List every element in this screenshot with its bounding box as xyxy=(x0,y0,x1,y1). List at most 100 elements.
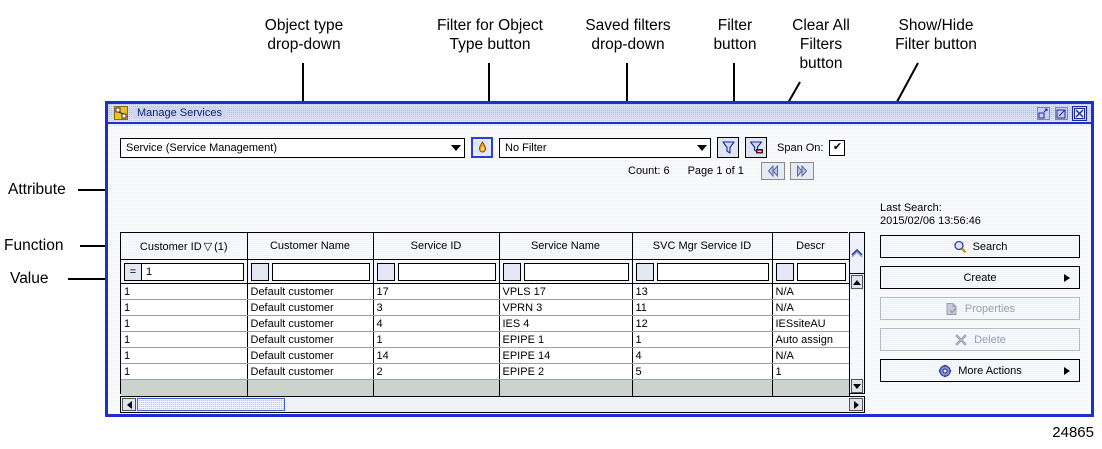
result-count: Count: 6 xyxy=(628,165,670,177)
column-header-label: Descr xyxy=(796,240,825,252)
more-actions-button-label: More Actions xyxy=(958,364,1022,377)
saved-filters-value: No Filter xyxy=(505,141,547,154)
maximize-icon[interactable] xyxy=(1054,106,1069,121)
sort-order-label: (1) xyxy=(214,240,228,253)
table-row[interactable]: 1 Default customer 17 VPLS 17 13 N/A xyxy=(121,283,850,300)
properties-button-label: Properties xyxy=(964,302,1016,315)
callout-filter-button: Filter button xyxy=(713,17,757,53)
cell-customer-name: Default customer xyxy=(247,347,374,364)
table-horizontal-scrollbar[interactable] xyxy=(120,396,865,413)
filter-value-input[interactable] xyxy=(271,262,370,281)
filter-function-button[interactable] xyxy=(775,262,794,281)
cell-service-id: 2 xyxy=(373,363,500,380)
titlebar-hatch-pattern xyxy=(108,104,1091,122)
search-button[interactable]: Search xyxy=(880,235,1080,258)
horizontal-scroll-track[interactable] xyxy=(285,398,848,411)
triangle-left-icon[interactable] xyxy=(122,398,136,411)
filter-function-button[interactable] xyxy=(250,262,269,281)
filter-function-button[interactable] xyxy=(502,262,521,281)
cell-descr: Auto assign xyxy=(772,331,850,348)
filter-value-input[interactable] xyxy=(656,262,769,281)
table-vertical-scrollbar[interactable] xyxy=(849,232,865,394)
cell-descr: IESsiteAU xyxy=(772,315,850,332)
triangle-right-icon[interactable] xyxy=(849,398,863,411)
callout-value: Value xyxy=(10,270,49,287)
span-on-checkbox[interactable]: ✔ xyxy=(829,139,846,156)
window-client-area: Service (Service Management) No Filter xyxy=(108,126,1091,414)
cell-svc-mgr-service-id: 4 xyxy=(632,347,773,364)
cell-service-name: VPRN 3 xyxy=(499,299,633,316)
filter-value-input[interactable] xyxy=(523,262,629,281)
more-actions-button[interactable]: More Actions xyxy=(880,359,1080,382)
column-header-service-name[interactable]: Service Name xyxy=(499,233,633,260)
window-titlebar[interactable]: Manage Services xyxy=(108,104,1091,124)
column-header-customer-name[interactable]: Customer Name xyxy=(247,233,374,260)
callout-show-hide-filter-button: Show/Hide Filter button xyxy=(895,17,977,53)
cell-customer-id: 1 xyxy=(121,299,248,316)
cell-descr: 1 xyxy=(772,363,850,380)
cell-customer-name: Default customer xyxy=(247,331,374,348)
table-row[interactable]: 1 Default customer 4 IES 4 12 IESsiteAU xyxy=(121,315,850,332)
status-row: Count: 6 Page 1 of 1 xyxy=(628,162,814,180)
filter-for-object-type-button[interactable] xyxy=(471,137,493,158)
chevron-double-left-icon[interactable] xyxy=(760,162,785,180)
manage-services-window: Manage Services xyxy=(105,101,1094,417)
callout-object-type-dropdown: Object type drop-down xyxy=(264,17,344,53)
properties-button[interactable]: Properties xyxy=(880,297,1080,320)
column-header-label: Service ID xyxy=(410,240,462,252)
cell-service-name: IES 4 xyxy=(499,315,633,332)
cell-service-id: 17 xyxy=(373,283,500,300)
cell-svc-mgr-service-id: 11 xyxy=(632,299,773,316)
close-icon[interactable] xyxy=(1072,106,1087,121)
chevron-down-icon[interactable] xyxy=(448,144,464,151)
filter-function-button[interactable] xyxy=(635,262,654,281)
object-type-dropdown[interactable]: Service (Service Management) xyxy=(120,137,465,158)
triangle-right-icon xyxy=(1064,366,1070,375)
filter-function-button[interactable] xyxy=(376,262,395,281)
filter-value-input[interactable]: 1 xyxy=(142,262,244,281)
span-on-control: Span On: ✔ xyxy=(777,139,846,156)
triangle-down-icon[interactable] xyxy=(851,379,863,393)
cell-customer-id: 1 xyxy=(121,347,248,364)
filter-cell-customer-id: = 1 xyxy=(121,259,248,284)
triangle-up-icon[interactable] xyxy=(851,275,863,289)
restore-down-icon[interactable] xyxy=(1036,106,1051,121)
horizontal-scroll-thumb[interactable] xyxy=(137,398,285,411)
column-header-svc-mgr-service-id[interactable]: SVC Mgr Service ID xyxy=(632,233,773,260)
table-row[interactable]: 1 Default customer 14 EPIPE 14 4 N/A xyxy=(121,347,850,364)
window-title: Manage Services xyxy=(133,107,226,119)
filter-button[interactable] xyxy=(717,137,739,158)
cell-customer-id: 1 xyxy=(121,331,248,348)
filter-function-button[interactable]: = xyxy=(124,262,142,281)
table-filter-row: = 1 xyxy=(121,259,850,284)
filter-value-input[interactable] xyxy=(796,262,846,281)
delete-button[interactable]: Delete xyxy=(880,328,1080,351)
chevron-down-icon[interactable] xyxy=(694,144,710,151)
table-row[interactable]: 1 Default customer 1 EPIPE 1 1 Auto assi… xyxy=(121,331,850,348)
saved-filters-dropdown[interactable]: No Filter xyxy=(499,137,711,158)
filter-value-input[interactable] xyxy=(397,262,496,281)
gear-icon xyxy=(938,364,952,378)
window-controls xyxy=(1036,106,1087,121)
table-row[interactable]: 1 Default customer 2 EPIPE 2 5 1 xyxy=(121,363,850,380)
filter-cell-svc-mgr-service-id xyxy=(632,259,773,284)
column-header-descr[interactable]: Descr xyxy=(772,233,850,260)
cell-service-id: 1 xyxy=(373,331,500,348)
column-resize-icon[interactable] xyxy=(850,233,864,274)
vertical-scroll-track[interactable] xyxy=(850,290,864,378)
callout-filter-for-object-type-button: Filter for Object Type button xyxy=(437,17,543,53)
column-header-customer-id[interactable]: Customer ID▽(1) xyxy=(121,233,248,260)
cell-descr: N/A xyxy=(772,299,850,316)
cell-svc-mgr-service-id: 12 xyxy=(632,315,773,332)
create-button[interactable]: Create xyxy=(880,266,1080,289)
column-header-service-id[interactable]: Service ID xyxy=(373,233,500,260)
last-search-timestamp: 2015/02/06 13:56:46 xyxy=(880,215,981,227)
cell-customer-name: Default customer xyxy=(247,315,374,332)
table-row[interactable]: 1 Default customer 3 VPRN 3 11 N/A xyxy=(121,299,850,316)
filter-toolbar: Service (Service Management) No Filter xyxy=(120,137,846,158)
create-button-label: Create xyxy=(963,271,997,284)
chevron-double-right-icon[interactable] xyxy=(789,162,814,180)
clear-all-filters-button[interactable] xyxy=(745,137,767,158)
filter-cell-customer-name xyxy=(247,259,374,284)
results-table[interactable]: Customer ID▽(1) Customer Name Service ID… xyxy=(120,232,850,396)
